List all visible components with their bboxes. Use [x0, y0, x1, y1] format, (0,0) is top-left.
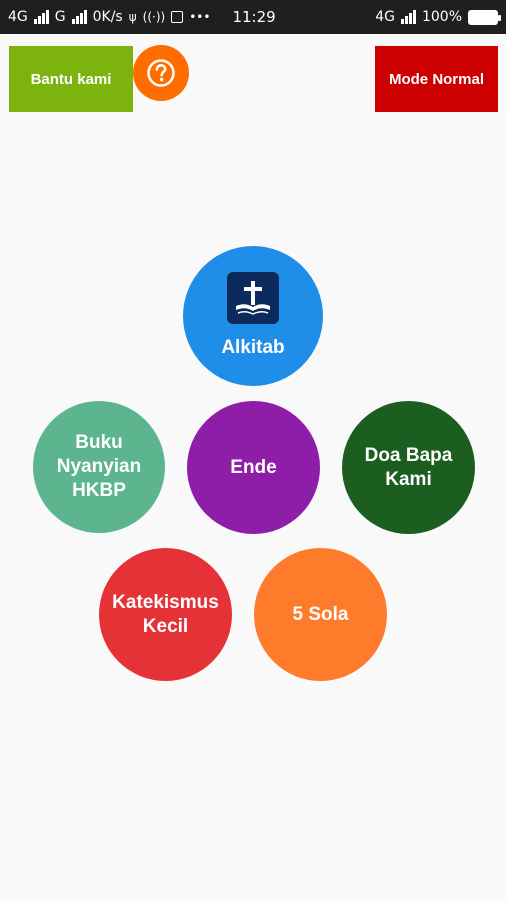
lima-sola-label: 5 Sola [292, 603, 349, 625]
nfc-icon: ((·)) [142, 10, 166, 24]
question-circle-icon [147, 59, 175, 87]
signal-icon-right [400, 10, 416, 24]
katekismus-kecil-button[interactable]: Katekismus Kecil [99, 548, 232, 681]
notification-icon [171, 11, 184, 23]
help-us-label: Bantu kami [30, 70, 112, 88]
network-type-1: 4G [8, 9, 28, 25]
bible-cross-icon [227, 272, 279, 324]
alkitab-button[interactable]: Alkitab [183, 246, 323, 386]
buku-nyanyian-button[interactable]: Buku Nyanyian HKBP [33, 401, 165, 533]
mode-normal-button[interactable]: Mode Normal [375, 46, 498, 112]
clock: 11:29 [232, 8, 276, 26]
signal-icon [33, 10, 49, 24]
alkitab-label: Alkitab [221, 337, 285, 358]
doa-bapa-kami-button[interactable]: Doa Bapa Kami [342, 401, 475, 534]
help-button[interactable] [133, 45, 189, 101]
ende-label: Ende [230, 456, 277, 478]
lima-sola-button[interactable]: 5 Sola [254, 548, 387, 681]
buku-nyanyian-label: Buku Nyanyian HKBP [56, 432, 142, 501]
ende-button[interactable]: Ende [187, 401, 320, 534]
status-left: 4G G 0K/s ψ ((·)) ••• 11:29 [8, 8, 276, 26]
help-us-button[interactable]: Bantu kami [9, 46, 133, 112]
network-type-2: G [54, 9, 66, 25]
katekismus-kecil-label: Katekismus Kecil [112, 591, 219, 637]
usb-icon: ψ [128, 10, 137, 24]
network-speed: 0K/s [92, 9, 123, 25]
battery-percent: 100% [421, 9, 462, 25]
more-icon: ••• [189, 10, 211, 24]
signal-icon-2 [71, 10, 87, 24]
status-bar: 4G G 0K/s ψ ((·)) ••• 11:29 4G 100% [0, 0, 506, 34]
battery-icon [468, 9, 501, 25]
mode-label: Mode Normal [388, 70, 484, 88]
doa-bapa-kami-label: Doa Bapa Kami [364, 444, 453, 490]
status-right: 4G 100% [375, 9, 501, 25]
network-type-right: 4G [375, 9, 395, 25]
